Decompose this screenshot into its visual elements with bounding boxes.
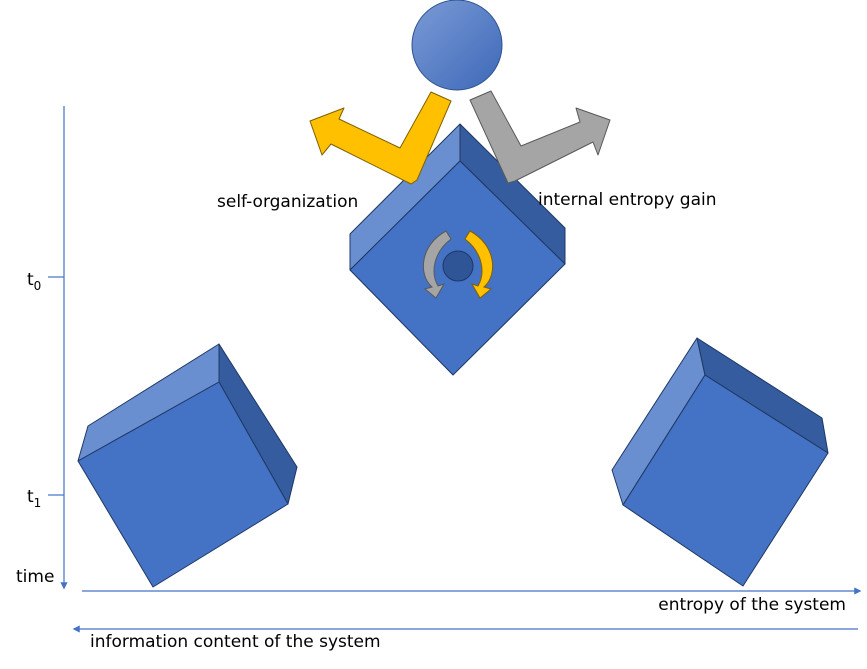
entropy-gain-arrow	[469, 90, 611, 184]
sphere	[411, 0, 503, 91]
cube-t1-left	[77, 343, 298, 588]
internal-entropy-gain-label: internal entropy gain	[538, 190, 717, 210]
grey-cycle-arrow	[423, 230, 452, 299]
self-organization-label: self-organization	[217, 192, 358, 212]
entropy-axis-label: entropy of the system	[658, 595, 846, 615]
t1-label: t1	[27, 487, 41, 510]
t0-subscript: 0	[34, 279, 42, 293]
t0-label: t0	[27, 270, 41, 293]
yellow-cycle-arrow	[464, 230, 493, 299]
t0-base: t	[27, 270, 34, 290]
self-organization-arrow	[309, 91, 452, 185]
t1-base: t	[27, 487, 34, 507]
cycle-arrows-icon	[423, 230, 493, 299]
time-axis	[48, 106, 68, 590]
t1-subscript: 1	[34, 496, 42, 510]
cube-t1-right	[611, 337, 829, 587]
information-axis-label: information content of the system	[90, 632, 381, 652]
core-circle	[442, 250, 474, 282]
time-label: time	[16, 567, 54, 587]
